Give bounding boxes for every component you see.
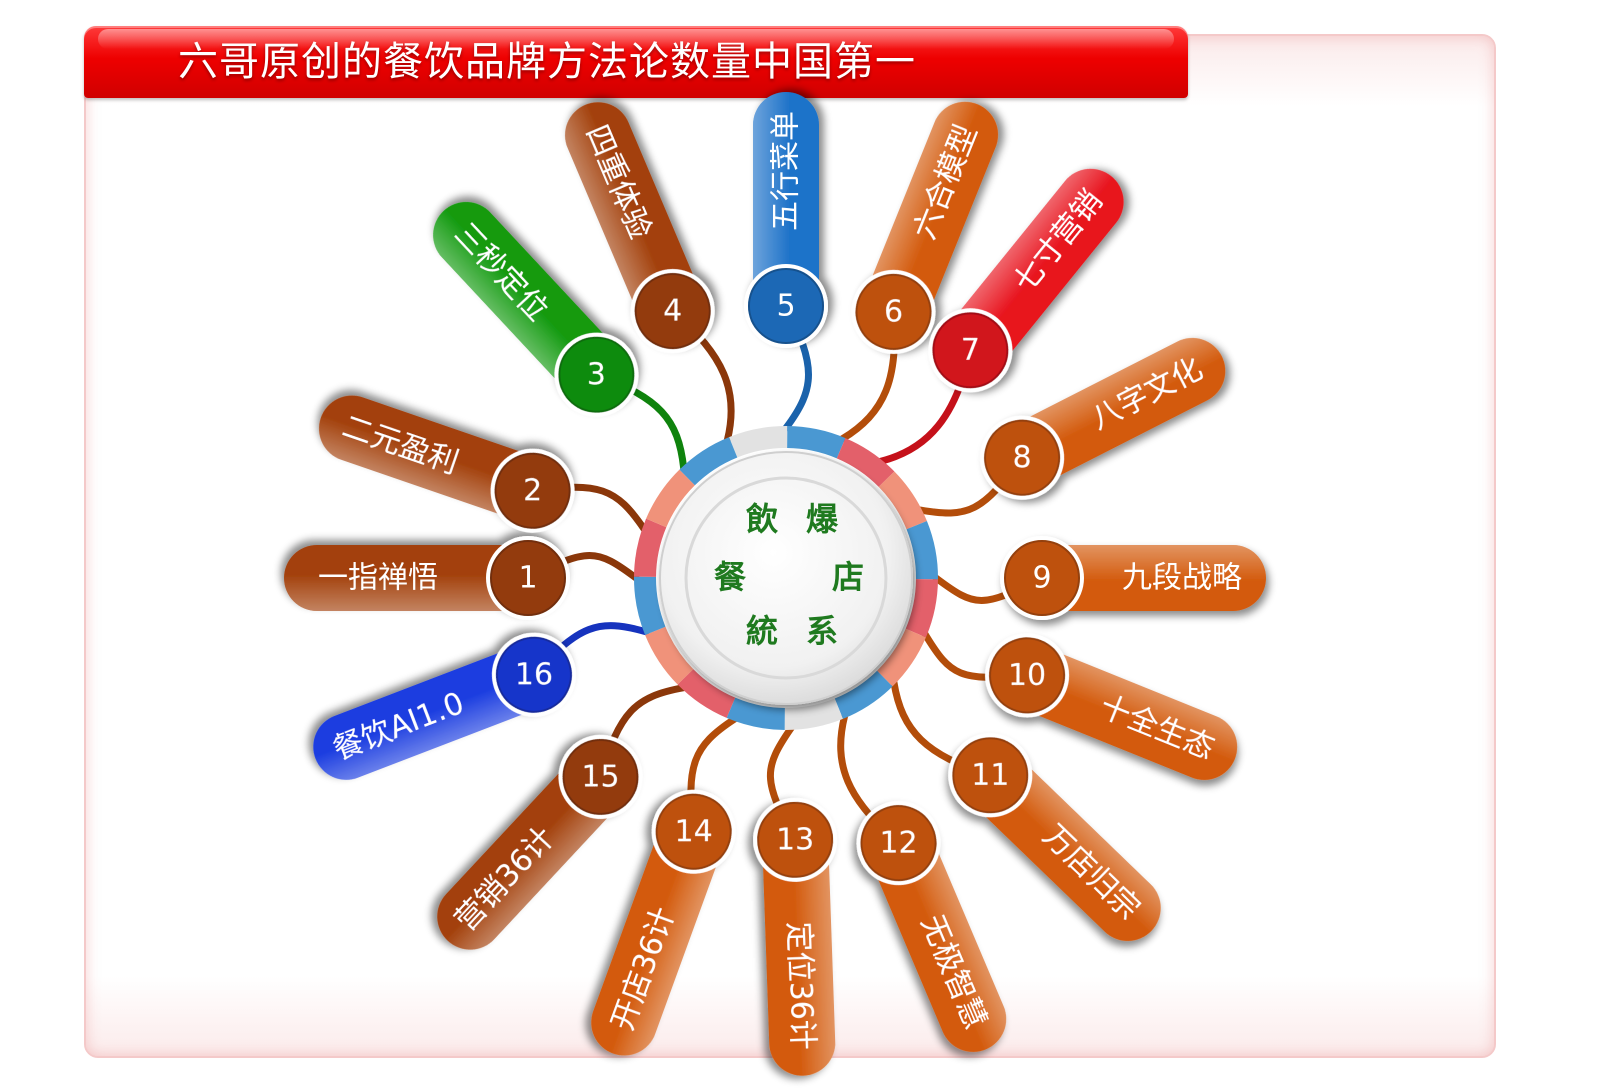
number-badge-2 xyxy=(494,452,571,529)
hub-char-1: 飲 xyxy=(746,500,779,538)
spoke-label-13: 定位36计 xyxy=(781,921,820,1050)
number-badge-9 xyxy=(1004,540,1080,616)
spoke-label-5: 五行菜单 xyxy=(769,111,804,231)
spoke-item-16: 餐饮AI1.016 xyxy=(313,632,576,780)
spoke-label-1: 一指禅悟 xyxy=(318,561,438,596)
spoke-number-16: 16 xyxy=(515,657,553,692)
hub-ring-segment xyxy=(634,518,667,577)
hub-ring-segment xyxy=(906,521,938,580)
spoke-number-12: 12 xyxy=(879,826,917,861)
number-badge-5 xyxy=(748,268,824,344)
page-title: 六哥原创的餐饮品牌方法论数量中国第一 xyxy=(178,39,916,85)
spoke-pill-gloss-5 xyxy=(753,92,819,312)
number-badge-10 xyxy=(989,637,1066,714)
hub-ring-segment xyxy=(878,471,927,530)
spoke-pill-gloss-3 xyxy=(433,201,611,388)
spoke-pill-gloss-10 xyxy=(1019,652,1238,780)
hub-ring-segment xyxy=(787,426,846,459)
spoke-number-1: 1 xyxy=(518,561,537,596)
spoke-pill-gloss-7 xyxy=(954,168,1124,363)
spoke-pill-gloss-9 xyxy=(1036,545,1266,611)
hub-ring-segment xyxy=(677,669,736,718)
spoke-pill-gloss-13 xyxy=(763,833,836,1076)
spoke-number-4: 4 xyxy=(663,294,682,329)
number-badge-16 xyxy=(495,636,572,713)
hub-ring-segment xyxy=(726,697,785,730)
hub-ring-segment xyxy=(836,438,895,487)
number-badge-4 xyxy=(634,273,711,350)
number-badge-8 xyxy=(984,419,1061,496)
hub-char-2: 爆 xyxy=(806,500,839,538)
spoke-number-11: 11 xyxy=(971,758,1009,793)
spoke-pill-gloss-16 xyxy=(313,651,542,780)
spoke-item-1: 一指禅悟 1 xyxy=(284,536,570,620)
number-badge-14 xyxy=(655,793,732,870)
spoke-pill-gloss-2 xyxy=(319,395,541,515)
title-banner xyxy=(84,26,1188,98)
spoke-pill-gloss-12 xyxy=(876,834,1007,1052)
spoke-number-15: 15 xyxy=(581,759,619,794)
center-hub: 飲爆餐 店統系 xyxy=(634,426,938,730)
hub-ring-segment xyxy=(634,576,666,635)
number-badge-13 xyxy=(757,801,834,878)
spoke-number-13: 13 xyxy=(776,822,814,857)
hub-char-6: 系 xyxy=(806,612,838,650)
hub-char-5: 統 xyxy=(746,612,778,650)
hub-ring-segment xyxy=(905,579,938,638)
spoke-number-6: 6 xyxy=(884,294,903,329)
spoke-pill-gloss-14 xyxy=(591,824,718,1056)
hub-ring-segment xyxy=(679,437,738,486)
spoke-number-10: 10 xyxy=(1008,658,1046,693)
spoke-item-9: 九段战略 9 xyxy=(1000,536,1266,620)
hub-disc xyxy=(659,451,913,705)
spoke-number-9: 9 xyxy=(1032,561,1051,596)
spoke-number-3: 3 xyxy=(587,357,606,392)
spoke-number-5: 5 xyxy=(776,289,795,324)
number-badge-6 xyxy=(855,273,932,350)
hub-ring-segment xyxy=(784,698,843,730)
hub-ring-segment xyxy=(646,469,695,528)
spoke-pill-gloss-15 xyxy=(437,763,616,950)
hub-ring-segment xyxy=(645,626,694,685)
spoke-pill-gloss-11 xyxy=(976,761,1161,941)
number-badge-1 xyxy=(490,540,566,616)
number-badge-3 xyxy=(558,336,635,413)
spoke-label-9: 九段战略 xyxy=(1122,561,1242,596)
spoke-pill-gloss-1 xyxy=(284,545,534,611)
number-badge-11 xyxy=(952,737,1029,814)
hub-ring-segment xyxy=(729,426,788,458)
hub-char-4: 店 xyxy=(832,558,864,596)
spoke-number-2: 2 xyxy=(523,473,542,508)
spoke-pill-gloss-6 xyxy=(870,101,999,320)
spoke-number-7: 7 xyxy=(961,333,980,368)
spoke-number-14: 14 xyxy=(675,814,713,849)
hub-ring-segment xyxy=(877,628,926,687)
number-badge-12 xyxy=(860,805,937,882)
hub-inner-ring xyxy=(684,476,888,680)
number-badge-7 xyxy=(932,312,1009,389)
hub-ring-segment xyxy=(834,670,893,719)
spoke-pill-gloss-8 xyxy=(1013,337,1226,479)
spoke-pill-gloss-4 xyxy=(565,102,696,320)
spoke-number-8: 8 xyxy=(1013,440,1032,475)
spoke-item-5: 五行菜单 5 xyxy=(744,92,828,348)
spoke-item-13: 定位36计 13 xyxy=(753,797,838,1076)
hub-char-3: 餐 xyxy=(714,558,747,596)
number-badge-15 xyxy=(562,738,639,815)
